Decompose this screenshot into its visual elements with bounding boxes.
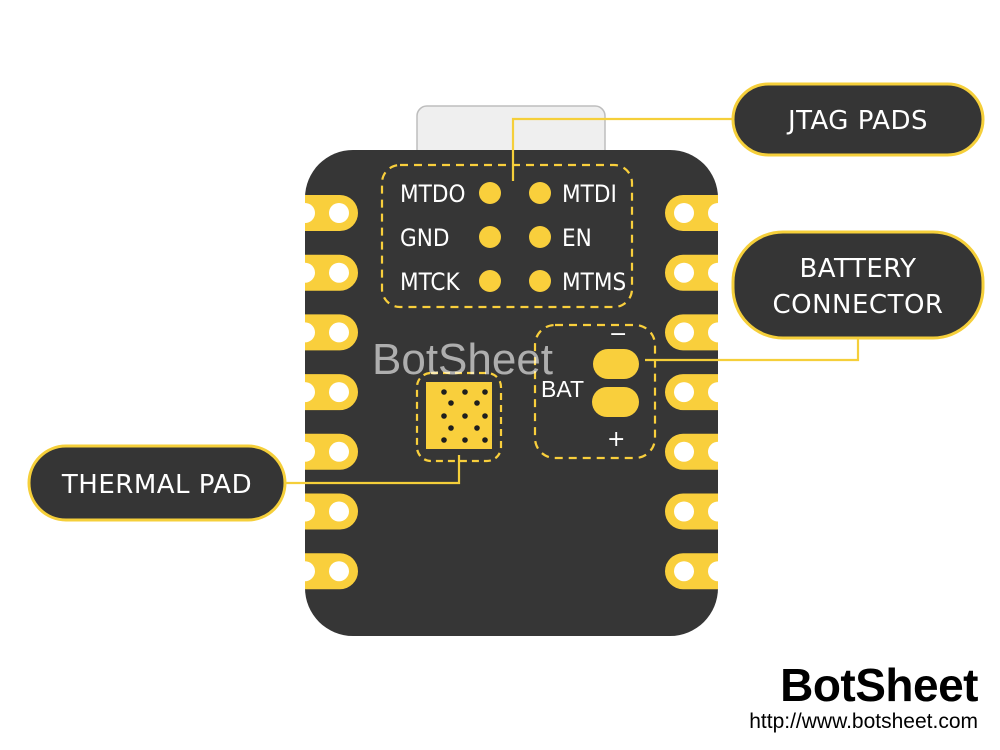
right-pin (665, 553, 718, 590)
jtag-pad-mtdo (479, 182, 501, 204)
jtag-pad-en (529, 226, 551, 248)
thermal-via (474, 425, 480, 431)
right-pin (665, 314, 718, 351)
brand-name: BotSheet (780, 659, 978, 711)
left-pin (305, 374, 358, 411)
jtag-pad-mtck (479, 270, 501, 292)
callout-battery: BATTERY CONNECTOR (731, 230, 985, 340)
leader-lines (282, 117, 860, 485)
thermal-pad (426, 382, 492, 449)
callout-battery-line2: CONNECTOR (772, 290, 943, 320)
left-castellated-pins (305, 195, 359, 590)
jtag-label-gnd: GND (400, 224, 450, 252)
thermal-pad-outline (415, 371, 503, 463)
battery-area-outline (533, 323, 657, 460)
thermal-via (441, 413, 447, 419)
thermal-via (462, 413, 468, 419)
callout-thermal-label: THERMAL PAD (61, 470, 252, 500)
jtag-label-mtdi: MTDI (562, 180, 617, 208)
callout-thermal: THERMAL PAD (27, 444, 287, 522)
jtag-area-outline (380, 163, 634, 309)
left-pin (305, 493, 358, 530)
right-pin (665, 493, 718, 530)
battery-pad-positive (592, 387, 639, 417)
thermal-via (482, 437, 488, 443)
left-pin (305, 195, 358, 231)
right-pin (665, 254, 718, 291)
thermal-via (474, 400, 480, 406)
thermal-via (448, 425, 454, 431)
thermal-via (441, 437, 447, 443)
left-pin (305, 314, 358, 351)
battery-minus-label: − (609, 322, 627, 347)
callout-jtag-label: JTAG PADS (786, 106, 928, 136)
battery-leader-line (645, 336, 860, 362)
jtag-pad-mtdi (529, 182, 551, 204)
jtag-pad-mtms (529, 270, 551, 292)
jtag-label-mtdo: MTDO (400, 180, 465, 208)
right-pin (665, 433, 718, 470)
battery-label: BAT (541, 376, 584, 402)
watermark-text: BotSheet (372, 335, 553, 384)
jtag-leader-line (511, 117, 735, 181)
battery-plus-label: + (607, 427, 625, 452)
thermal-via (441, 389, 447, 395)
thermal-via (448, 400, 454, 406)
pcb-board (305, 150, 718, 636)
callout-battery-line1: BATTERY (799, 254, 916, 284)
thermal-via (482, 413, 488, 419)
jtag-pad-grid (479, 182, 551, 292)
battery-pad-negative (593, 349, 639, 379)
thermal-leader-line (282, 455, 461, 485)
left-pin (305, 433, 358, 470)
jtag-label-mtms: MTMS (562, 268, 626, 296)
brand-logo: BotSheet http://www.botsheet.com (749, 660, 978, 734)
right-pin (665, 374, 718, 411)
thermal-via (462, 437, 468, 443)
brand-url: http://www.botsheet.com (749, 710, 978, 733)
right-pin (665, 195, 718, 231)
right-castellated-pins (665, 195, 718, 590)
jtag-label-mtck: MTCK (400, 268, 460, 296)
thermal-via (462, 389, 468, 395)
thermal-vias (441, 389, 488, 443)
left-pin (305, 254, 359, 291)
jtag-pad-gnd (479, 226, 501, 248)
jtag-label-en: EN (562, 224, 592, 252)
thermal-via (482, 389, 488, 395)
callout-jtag: JTAG PADS (731, 82, 985, 157)
left-pin (305, 553, 358, 590)
